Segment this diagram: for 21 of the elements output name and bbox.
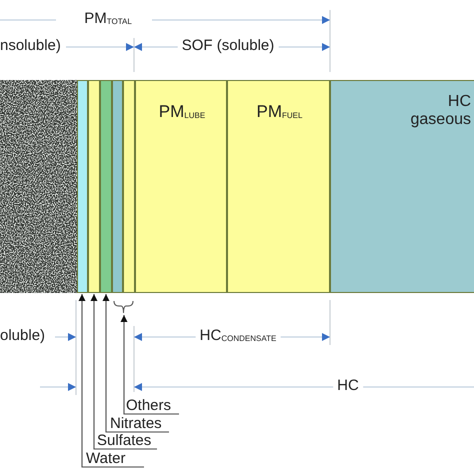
component-label: Nitrates <box>110 416 162 432</box>
brace <box>113 300 134 314</box>
fraction-block <box>330 80 474 293</box>
layer-strip <box>100 80 112 293</box>
leader-line <box>78 294 144 468</box>
dimension-label: SOF (soluble) <box>178 38 278 54</box>
component-label: Sulfates <box>97 433 152 449</box>
layer-strip <box>112 80 123 293</box>
layer-strip <box>88 80 100 293</box>
component-label: Others <box>126 398 172 414</box>
component-label: Water <box>86 451 126 467</box>
layer-strip <box>77 80 88 293</box>
layer-strip <box>123 80 135 293</box>
fraction-label: HC gaseous <box>410 93 471 128</box>
fraction-block <box>227 80 330 293</box>
fraction-block <box>135 80 227 293</box>
fraction-label: PM$_{LUBE}$ <box>158 103 206 122</box>
leader-line <box>102 294 169 433</box>
fraction-label: PM$_{FUEL}$ <box>256 103 304 122</box>
leader-line <box>120 315 179 415</box>
leader-line <box>90 294 157 450</box>
